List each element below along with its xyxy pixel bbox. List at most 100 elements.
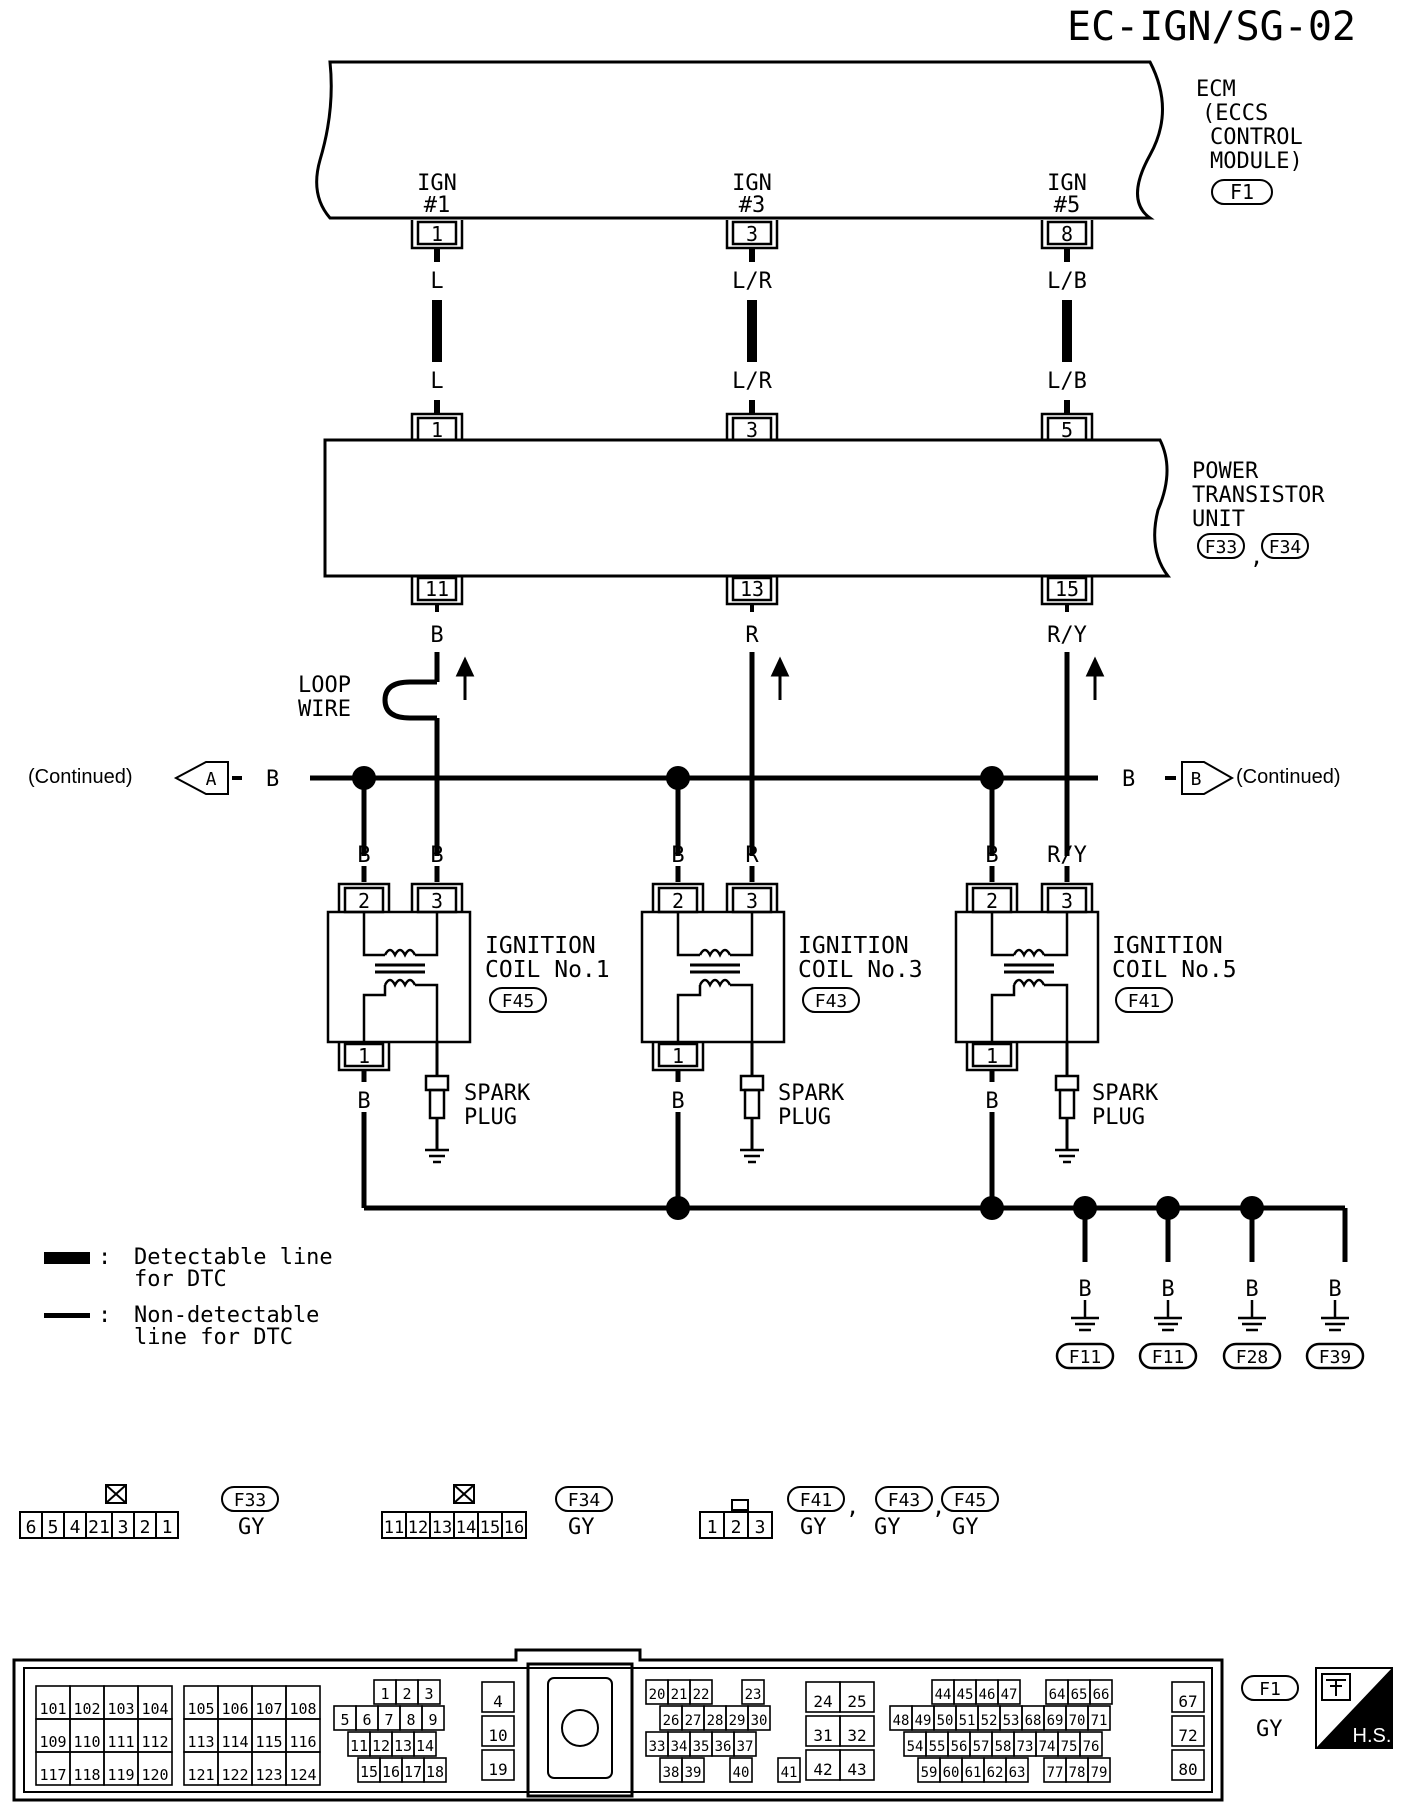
coil1-sub: COIL No.1 [485, 957, 610, 983]
ecm-pin-71: 71 [1091, 1713, 1108, 1729]
ecm-pin-13: 13 [394, 1737, 412, 1755]
coil3-pin2-color: B [671, 843, 684, 868]
ecm-pin-61: 61 [965, 1765, 982, 1781]
ecm-pin-22: 22 [693, 1687, 710, 1703]
wire-color-l-bottom: L [430, 369, 443, 394]
svg-text:,: , [846, 1495, 859, 1520]
f34-pin-13: 13 [432, 1518, 452, 1538]
ecm-pin-39: 39 [685, 1765, 702, 1781]
coil1-connector: F45 [502, 991, 535, 1012]
ecm-pin-8: 8 [1061, 222, 1073, 246]
f33-pin-1: 1 [162, 1517, 173, 1538]
page-id: EC-IGN/SG-02 [1067, 4, 1356, 50]
ecm-pin-14: 14 [416, 1737, 434, 1755]
coil5-sub: COIL No.5 [1112, 957, 1237, 983]
ptu-connector-f33: F33 [1205, 537, 1238, 558]
ptu-name-3: UNIT [1192, 507, 1245, 532]
ecm-pin-18: 18 [426, 1763, 444, 1781]
ground3-connector: F28 [1236, 1347, 1269, 1368]
ecm-pin-67: 67 [1178, 1692, 1197, 1711]
ecm-pin-33: 33 [649, 1739, 666, 1755]
ecm-pin-50: 50 [937, 1713, 954, 1729]
wire-color-lr-bottom: L/R [732, 369, 772, 394]
ecm-pin-4: 4 [493, 1692, 503, 1711]
ecm-pin-2: 2 [402, 1685, 411, 1703]
bus-color-left: B [266, 767, 279, 792]
svg-text:#5: #5 [1054, 193, 1081, 218]
ground4-color: B [1328, 1277, 1341, 1302]
ecm-pin-106: 106 [221, 1700, 248, 1718]
continued-right: (Continued) [1236, 766, 1341, 788]
ground1-connector: F11 [1069, 1347, 1102, 1368]
bus-drops [361, 778, 995, 856]
ecm-pin-31: 31 [813, 1726, 832, 1745]
f33-pin-6: 6 [26, 1517, 37, 1538]
ecm-pin-38: 38 [663, 1765, 680, 1781]
ecm-pin-59: 59 [921, 1765, 938, 1781]
ecm-pin-34: 34 [671, 1739, 688, 1755]
ground1-color: B [1078, 1277, 1091, 1302]
ecm-pin-40: 40 [733, 1765, 750, 1781]
ecm-pin-8: 8 [406, 1711, 415, 1729]
ecm-pin-124: 124 [289, 1766, 316, 1784]
coil1-pin2: 2 [358, 889, 370, 913]
ecm-pin-5: 5 [340, 1711, 349, 1729]
svg-text:GY: GY [568, 1515, 595, 1540]
ptu-pin-1: 1 [431, 418, 443, 442]
ecm-pin-37: 37 [737, 1739, 754, 1755]
ground2-connector: F11 [1152, 1347, 1185, 1368]
ecm-pin-70: 70 [1069, 1713, 1086, 1729]
continued-left: (Continued) [28, 766, 133, 788]
ecm-pin-109: 109 [39, 1733, 66, 1751]
svg-text:F33: F33 [234, 1490, 267, 1511]
f33-pin-3: 3 [118, 1517, 129, 1538]
svg-text:F41: F41 [800, 1490, 833, 1511]
ecm-name-1: ECM [1196, 77, 1236, 102]
ecm-pin-105: 105 [187, 1700, 214, 1718]
svg-text:for DTC: for DTC [134, 1267, 227, 1292]
output-wires [382, 604, 1070, 856]
loop-wire-label-2: WIRE [298, 697, 351, 722]
ecm-pin-ign5: IGN #5 [1047, 171, 1087, 218]
ptu-connector-f34: F34 [1269, 537, 1302, 558]
ecm-pin-123: 123 [255, 1766, 282, 1784]
coil1-spark-1: SPARK [464, 1081, 531, 1106]
coil3-pin1: 1 [672, 1044, 684, 1068]
ecm-pin-120: 120 [141, 1766, 168, 1784]
ecm-pin-64: 64 [1049, 1687, 1066, 1703]
ecm-pin-66: 66 [1093, 1687, 1110, 1703]
ecm-pin-51: 51 [959, 1713, 976, 1729]
ecm-pin-41: 41 [781, 1765, 798, 1781]
ecm-pin-108: 108 [289, 1700, 316, 1718]
ptu-pin-15: 15 [1055, 577, 1079, 601]
ecm-pin-101: 101 [39, 1700, 66, 1718]
ecm-pin-75: 75 [1061, 1739, 1078, 1755]
ecm-pin-69: 69 [1047, 1713, 1064, 1729]
power-transistor-unit: POWER TRANSISTOR UNIT F33 , F34 [323, 438, 1325, 578]
ignition-coil-5 [954, 866, 1100, 1164]
coil1-spark-2: PLUG [464, 1105, 517, 1130]
f41-pin-3: 3 [755, 1517, 766, 1538]
ecm-pin-32: 32 [847, 1726, 866, 1745]
svg-text::: : [98, 1245, 111, 1270]
ecm-pin-63: 63 [1009, 1765, 1026, 1781]
ground3-color: B [1245, 1277, 1258, 1302]
ecm-name-3: CONTROL [1210, 125, 1303, 150]
coil3-pin2: 2 [672, 889, 684, 913]
ptu-connector-sep: , [1250, 545, 1263, 570]
coil5-spark-2: PLUG [1092, 1105, 1145, 1130]
ecm-pin-80: 80 [1178, 1760, 1197, 1779]
ecm-pin-122: 122 [221, 1766, 248, 1784]
ecm-pin-15: 15 [360, 1763, 378, 1781]
ecm-pin-10: 10 [488, 1726, 507, 1745]
f34-pin-11: 11 [384, 1518, 404, 1538]
ecm-pin-49: 49 [915, 1713, 932, 1729]
ptu-pin-11: 11 [425, 577, 449, 601]
coil1-pin1-color: B [357, 1089, 370, 1114]
ecm-pin-42: 42 [813, 1760, 832, 1779]
ecm-pin-21: 21 [671, 1687, 688, 1703]
svg-text:GY: GY [874, 1515, 901, 1540]
svg-text:GY: GY [952, 1515, 979, 1540]
